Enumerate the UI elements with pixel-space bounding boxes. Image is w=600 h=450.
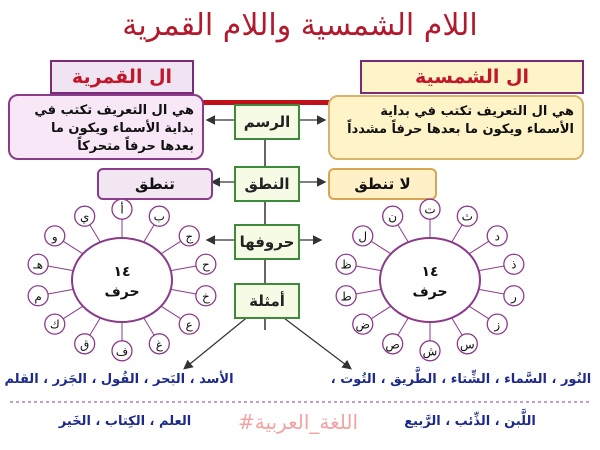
shamsiya-letter-bubble	[486, 225, 508, 247]
shamsiya-letter-bubble	[503, 253, 525, 275]
center-letters: حروفها	[234, 224, 300, 260]
shamsiya-letter: ت	[424, 203, 435, 217]
watermark: #اللغة_العربية	[237, 410, 359, 434]
qamariya-pronunciation: تنطق	[97, 168, 213, 200]
qamariya-letter-bubble	[27, 285, 49, 307]
qamariya-letter-bubble	[74, 205, 96, 227]
qamariya-letter: ك	[50, 318, 60, 332]
qamariya-letter: و	[51, 229, 58, 244]
shamsiya-letter-bubble	[419, 340, 441, 362]
shamsiya-examples-2: اللَّبن ، الذِّئب ، الرَّبيع	[404, 414, 536, 429]
qamariya-header: ال القمرية	[50, 60, 194, 94]
shamsiya-letter: ن	[388, 210, 397, 224]
qamariya-letter: ق	[80, 337, 89, 351]
shamsiya-pronunciation: لا تنطق	[328, 168, 437, 200]
shamsiya-letter: ز	[493, 318, 500, 333]
red-bar	[190, 100, 360, 105]
qamariya-letter-bubble	[27, 253, 49, 275]
shamsiya-letter: ر	[510, 289, 517, 304]
shamsiya-letter: ل	[358, 229, 367, 243]
qamariya-main-ellipse	[71, 237, 173, 323]
shamsiya-letter-bubble	[352, 225, 374, 247]
shamsiya-letter-bubble	[456, 205, 478, 227]
qamariya-letter: ح	[202, 258, 210, 272]
qamariya-letter-bubble	[178, 313, 200, 335]
shamsiya-count: ١٤	[421, 264, 438, 280]
shamsiya-letter: ش	[423, 344, 438, 359]
qamariya-examples: الأسد ، البَحر ، الفُول ، الجَزر ، القلم	[4, 372, 234, 387]
qamariya-letter: ع	[186, 318, 194, 332]
qamariya-letter: هـ	[32, 258, 43, 272]
qamariya-letter: ب	[154, 210, 165, 224]
qamariya-letter: م	[34, 289, 41, 303]
center-examples: أمثلة	[234, 283, 300, 319]
qamariya-letter-bubble	[74, 333, 96, 355]
qamariya-letter: أ	[120, 202, 123, 217]
shamsiya-letter-bubble	[503, 285, 525, 307]
qamariya-letter: غ	[156, 337, 164, 351]
shamsiya-letter-bubble	[486, 313, 508, 335]
qamariya-letter-bubble	[111, 198, 133, 220]
qamariya-letter: ج	[185, 229, 193, 243]
qamariya-definition: هي ال التعريف تكتب في بداية الأسماء ويكو…	[8, 94, 204, 160]
qamariya-count: ١٤	[113, 264, 130, 280]
shamsiya-letter: ض	[356, 318, 371, 333]
page-title: اللام الشمسية واللام القمرية	[122, 8, 478, 43]
center-pronunciation: النطق	[234, 166, 300, 202]
qamariya-examples-2: العلم ، الكِتاب ، الخَير	[58, 414, 192, 429]
shamsiya-letter-bubble	[382, 205, 404, 227]
shamsiya-main-ellipse	[379, 237, 481, 323]
qamariya-letter-bubble	[178, 225, 200, 247]
center-writing: الرسم	[234, 104, 300, 140]
shamsiya-letter: ظ	[341, 258, 352, 272]
shamsiya-examples: النُور ، السَّماء ، الشِّتاء ، الطَّريق …	[330, 372, 592, 387]
qamariya-letter-bubble	[44, 225, 66, 247]
qamariya-letter: ف	[116, 344, 128, 358]
shamsiya-letter-bubble	[382, 333, 404, 355]
shamsiya-definition: هي ال التعريف تكتب في بداية الأسماء ويكو…	[328, 95, 584, 160]
qamariya-letter-bubble	[148, 333, 170, 355]
shamsiya-letter: د	[495, 229, 500, 243]
shamsiya-header: ال الشمسية	[360, 60, 584, 94]
shamsiya-letter: ط	[341, 289, 352, 303]
shamsiya-letter: ث	[462, 210, 473, 224]
qamariya-letter-bubble	[111, 340, 133, 362]
qamariya-letter: ي	[80, 210, 89, 224]
shamsiya-letter-bubble	[335, 253, 357, 275]
shamsiya-letter: ذ	[511, 258, 516, 272]
shamsiya-letter: س	[460, 337, 475, 352]
shamsiya-count-label: حرف	[412, 284, 447, 300]
shamsiya-letter-circle: ت ث د ذ رز س ش صض ط ظ ل ن ١٤ حرف	[335, 198, 525, 362]
qamariya-letter-bubble	[195, 253, 217, 275]
shamsiya-letter-bubble	[352, 313, 374, 335]
shamsiya-letter-bubble	[456, 333, 478, 355]
qamariya-letter-bubble	[148, 205, 170, 227]
qamariya-letter-circle: أ ب ج ح خ ع غ ف ق ك م هـ و ي ١٤ حرف	[27, 198, 217, 362]
shamsiya-letter-bubble	[419, 198, 441, 220]
shamsiya-letter-bubble	[335, 285, 357, 307]
shamsiya-letter: ص	[385, 337, 400, 352]
qamariya-count-label: حرف	[104, 284, 139, 300]
qamariya-letter: خ	[202, 289, 210, 303]
qamariya-letter-bubble	[44, 313, 66, 335]
qamariya-letter-bubble	[195, 285, 217, 307]
